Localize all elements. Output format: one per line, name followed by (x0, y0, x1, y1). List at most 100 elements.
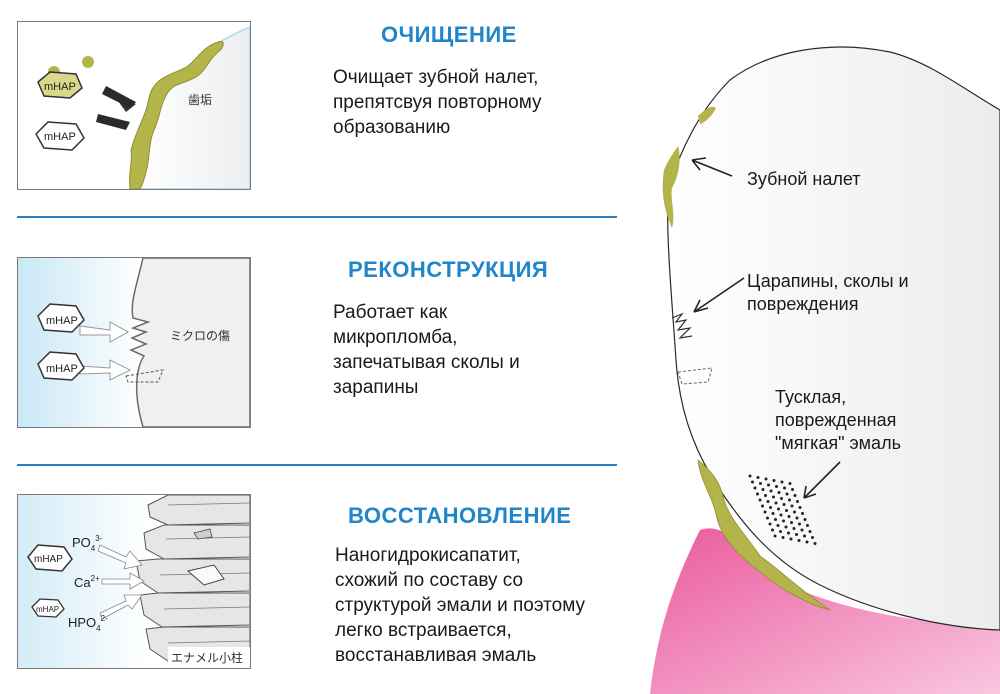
enamel-dot (793, 510, 796, 514)
enamel-dot (769, 506, 772, 509)
enamel-dot (764, 494, 767, 497)
enamel-dot (788, 498, 791, 502)
enamel-dot (798, 506, 802, 509)
section-title: РЕКОНСТРУКЦИЯ (348, 257, 549, 282)
callout-dull-enamel: Тусклая, поврежденная "мягкая" эмаль (775, 387, 901, 453)
enamel-dot (790, 504, 794, 508)
hex-label: mHAP (36, 605, 59, 614)
enamel-dot (768, 522, 772, 526)
mhap-hexagon-icon (37, 303, 85, 333)
mhap-hexagon-icon (37, 71, 83, 99)
ion-calcium: Ca2+ (74, 574, 100, 590)
enamel-dot (806, 524, 809, 527)
enamel-dot (775, 485, 778, 488)
micro-scratch-caption: ミクロの傷 (170, 328, 230, 343)
enamel-dot (764, 477, 768, 481)
enamel-dot (758, 498, 762, 502)
enamel-dot (792, 527, 796, 530)
callout-plaque: Зубной налет (747, 169, 861, 189)
cleaning-illustration: mHAP mHAP 歯垢 (17, 21, 251, 190)
section-title: ОЧИЩЕНИЕ (381, 22, 517, 47)
enamel-dot (797, 539, 801, 542)
enamel-dot (779, 513, 783, 517)
section-divider (17, 216, 617, 218)
restoration-illustration: mHAP mHAP PO43- Ca2+ HPO42- エナメル小柱 (17, 494, 251, 669)
enamel-dot (783, 486, 786, 490)
enamel-dot (787, 531, 790, 535)
enamel-dot (753, 486, 757, 490)
enamel-dot (776, 524, 780, 527)
enamel-dot (779, 530, 782, 533)
enamel-dot (811, 536, 814, 539)
tooth-illustration (650, 46, 1000, 694)
enamel-dot (813, 542, 817, 545)
plaque-deposit (129, 40, 224, 189)
reconstruction-illustration: mHAP mHAP ミクロの傷 (17, 257, 251, 428)
enamel-dot (784, 525, 788, 529)
section-description: Работает как микропломба, запечатывая ск… (333, 302, 520, 398)
enamel-dot (782, 503, 786, 506)
damaged-enamel-dots (748, 474, 817, 545)
enamel-dot (773, 534, 777, 538)
section-divider (17, 464, 617, 466)
callout-scratches: Царапины, сколы и повреждения (747, 271, 909, 314)
enamel-dot (771, 512, 775, 515)
enamel-dot (748, 474, 752, 478)
enamel-dot (791, 488, 794, 491)
enamel-dot (785, 509, 788, 512)
enamel-dot (801, 512, 804, 515)
enamel-dot (798, 522, 801, 526)
enamel-dot (769, 489, 773, 493)
ion-hydrogen-phosphate: HPO42- (68, 614, 108, 633)
mhap-hexagon-icon (37, 351, 85, 381)
enamel-dot (761, 488, 765, 491)
enamel-dot (751, 480, 754, 484)
enamel-dot (772, 495, 775, 499)
enamel-dot (766, 500, 770, 503)
hex-label: mHAP (44, 131, 76, 143)
enamel-dot (785, 492, 789, 496)
enamel-dot (790, 521, 793, 524)
enamel-dot (787, 515, 791, 518)
enamel-dot (777, 491, 781, 494)
enamel-dot (766, 516, 769, 520)
enamel-dot (796, 500, 799, 503)
enamel-dot (803, 518, 807, 521)
enamel-dot (788, 482, 792, 485)
enamel-dot (761, 504, 764, 508)
enamel-dot (763, 510, 767, 514)
plaque-deposit (697, 459, 831, 611)
hex-label: mHAP (46, 315, 78, 327)
enamel-dot (805, 540, 809, 544)
ion-phosphate: PO43- (72, 534, 103, 553)
mhap-hexagon-icon (35, 121, 85, 151)
enamel-dot (777, 507, 780, 511)
enamel-dot (771, 528, 774, 532)
enamel-dot (774, 501, 778, 505)
enamel-dot (789, 537, 793, 541)
enamel-dot (803, 534, 806, 538)
enamel-dot (759, 482, 762, 485)
enamel-dot (772, 479, 776, 482)
enamel-dot (756, 476, 760, 479)
enamel-dot (756, 492, 759, 496)
hex-label: mHAP (46, 363, 78, 375)
enamel-dot (793, 494, 797, 497)
hex-label: mHAP (44, 81, 76, 93)
section-description: Очищает зубной налет, препятсвуя повторн… (333, 67, 542, 138)
gum (650, 528, 1000, 694)
tooth-crown (667, 46, 1000, 631)
enamel-dot (808, 530, 812, 533)
plaque-caption: 歯垢 (188, 93, 212, 107)
plaque-deposit (662, 146, 680, 228)
enamel-dot (782, 519, 785, 523)
section-description: Наногидрокисапатит, схожий по составу со… (335, 545, 585, 666)
mhap-hexagon-icon (31, 598, 65, 618)
enamel-dot (800, 528, 804, 532)
enamel-rod-caption: エナメル小柱 (171, 650, 243, 665)
enamel-dot (780, 497, 783, 500)
hex-label: mHAP (34, 554, 63, 565)
mhap-hexagon-icon (27, 544, 73, 572)
enamel-dot (795, 533, 798, 536)
enamel-dot (781, 536, 785, 539)
